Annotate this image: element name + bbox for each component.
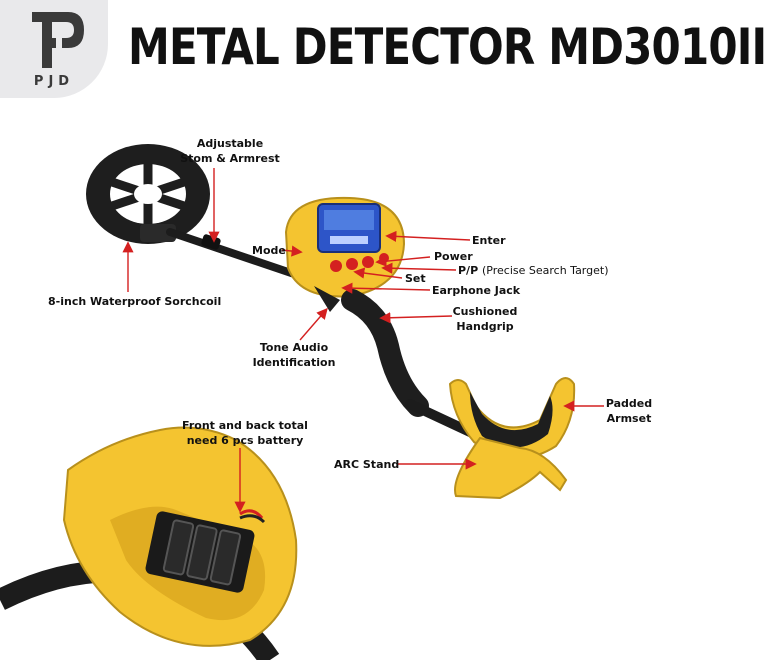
label-power: Power (434, 250, 473, 263)
product-illustration (0, 144, 604, 660)
search-coil (86, 144, 210, 244)
callout-arrows (122, 168, 604, 513)
label-padded-line2: Armset (606, 412, 652, 425)
logo-text: PJD (33, 74, 75, 89)
label-enter: Enter (472, 234, 506, 247)
label-tone-line1: Tone Audio (259, 341, 329, 354)
handgrip (341, 289, 429, 417)
label-adjustable-line2: Stom & Armrest (180, 152, 280, 165)
label-padded: Padded Armset (600, 396, 658, 426)
label-battery-line1: Front and back total (182, 419, 308, 432)
label-tone: Tone Audio Identification (246, 340, 342, 370)
label-coil: 8-inch Waterproof Sorchcoil (48, 295, 222, 308)
label-battery: Front and back total need 6 pcs battery (180, 418, 310, 448)
label-adjustable-line1: Adjustable (196, 137, 264, 150)
label-padded-line1: Padded (605, 397, 653, 410)
label-mode: Mode (252, 244, 286, 257)
pjd-logo-icon (32, 12, 84, 68)
lower-shaft (166, 228, 304, 280)
label-arc: ARC Stand (334, 458, 400, 471)
label-battery-line2: need 6 pcs battery (186, 434, 304, 447)
control-box (284, 196, 406, 312)
label-set: Set (405, 272, 426, 285)
label-cushioned: Cushioned Handgrip (440, 304, 530, 334)
label-pp: P/P (Precise Search Target) (458, 263, 609, 278)
label-tone-line2: Identification (252, 356, 336, 369)
label-pp-text: P/P (458, 264, 479, 277)
label-cushioned-line1: Cushioned (452, 305, 518, 318)
label-pp-note: (Precise Search Target) (482, 264, 609, 277)
label-cushioned-line2: Handgrip (456, 320, 514, 333)
armrest (448, 377, 576, 500)
logo-badge: PJD (0, 0, 108, 98)
battery-compartment (0, 426, 298, 660)
label-adjustable: Adjustable Stom & Armrest (180, 136, 280, 166)
label-earphone: Earphone Jack (432, 284, 521, 297)
